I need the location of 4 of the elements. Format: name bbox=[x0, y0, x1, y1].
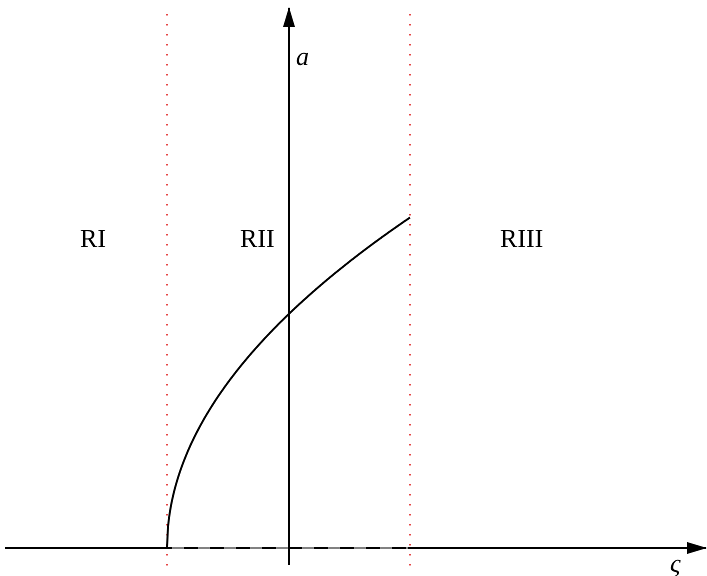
region-label: RIII bbox=[500, 226, 544, 252]
region-label: RI bbox=[80, 226, 106, 252]
region-label: RII bbox=[240, 226, 275, 252]
axis-label: a bbox=[296, 44, 309, 70]
